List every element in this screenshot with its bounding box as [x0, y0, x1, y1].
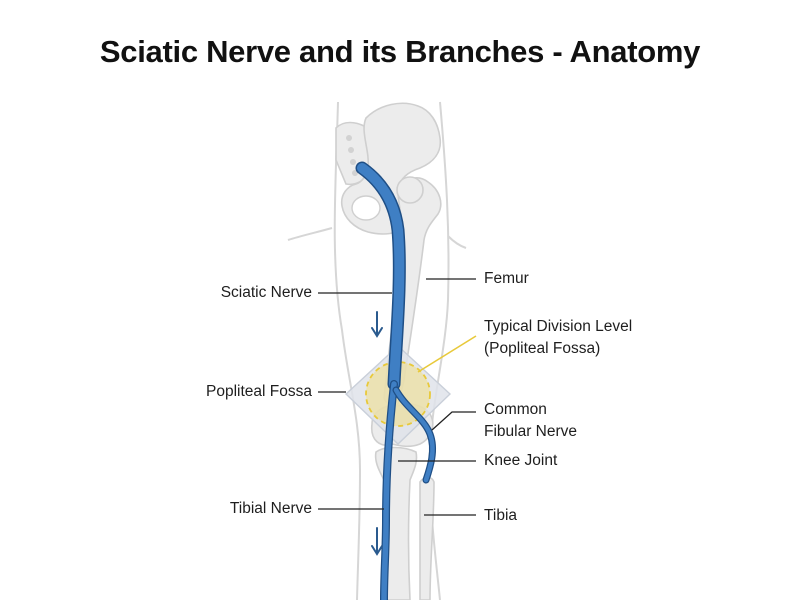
leader-common-fibular — [431, 411, 476, 431]
tibial-nerve-path — [380, 380, 398, 600]
label-sciatic-nerve: Sciatic Nerve — [220, 284, 312, 301]
sciatic-nerve-path — [355, 161, 406, 391]
label-common-fibular-line1: Common — [484, 401, 547, 418]
down-arrow-icon — [371, 527, 383, 556]
hip-bone — [340, 102, 442, 235]
down-arrow-icon — [371, 311, 383, 338]
label-tibial-nerve: Tibial Nerve — [229, 500, 312, 517]
label-knee-joint: Knee Joint — [484, 452, 558, 469]
common-fibular-nerve-path — [392, 386, 436, 484]
fibula-bone — [419, 476, 435, 600]
page-title: Sciatic Nerve and its Branches - Anatomy — [99, 34, 701, 69]
leader-lines — [318, 278, 476, 516]
label-femur: Femur — [484, 270, 529, 287]
label-popliteal-fossa: Popliteal Fossa — [206, 383, 312, 400]
label-common-fibular-line2: Fibular Nerve — [484, 423, 578, 440]
label-division-level-line1: Typical Division Level — [484, 318, 633, 335]
leader-division-level — [417, 335, 477, 373]
label-division-level-line2: (Popliteal Fossa) — [484, 340, 601, 357]
label-tibia: Tibia — [484, 507, 518, 524]
